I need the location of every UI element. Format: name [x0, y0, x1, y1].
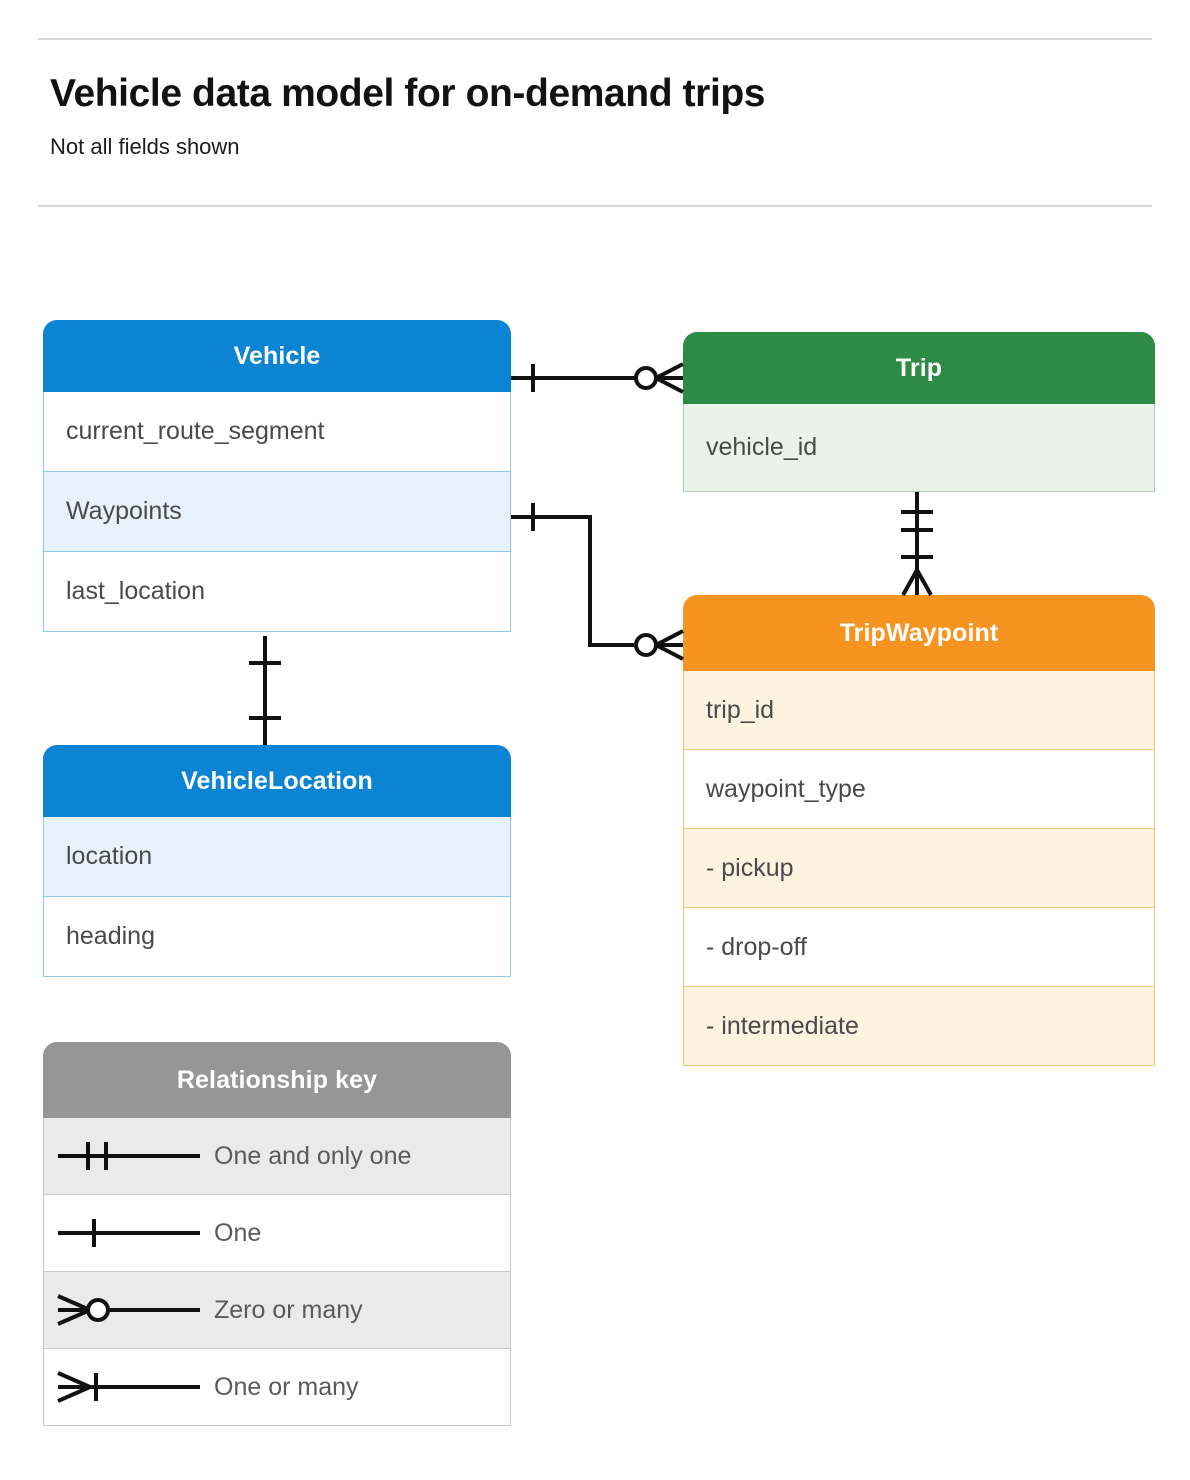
entity-vehiclelocation-title: VehicleLocation — [43, 745, 511, 817]
one-or-many-icon — [44, 1367, 214, 1407]
entity-vehicle-title: Vehicle — [43, 320, 511, 392]
entity-vehiclelocation[interactable]: VehicleLocation location heading — [43, 745, 511, 977]
legend-row-one-and-only-one: One and only one — [43, 1118, 511, 1195]
page-title: Vehicle data model for on-demand trips — [50, 72, 766, 115]
entity-trip-title: Trip — [683, 332, 1155, 404]
entity-vehicle-field-waypoints[interactable]: Waypoints — [43, 472, 511, 552]
connector-vehicle-to-vehiclelocation — [249, 636, 281, 745]
entity-tripwaypoint-value-intermediate[interactable]: - intermediate — [683, 987, 1155, 1066]
entity-tripwaypoint-value-pickup[interactable]: - pickup — [683, 829, 1155, 908]
header-divider-top — [38, 38, 1152, 40]
entity-trip[interactable]: Trip vehicle_id — [683, 332, 1155, 492]
entity-tripwaypoint-field-waypoint-type[interactable]: waypoint_type — [683, 750, 1155, 829]
legend-row-one-or-many: One or many — [43, 1349, 511, 1426]
one-and-only-one-icon — [44, 1136, 214, 1176]
relationship-key-legend: Relationship key One and only one One — [43, 1042, 511, 1426]
relationship-key-title: Relationship key — [43, 1042, 511, 1118]
entity-vehicle-field-current-route-segment[interactable]: current_route_segment — [43, 392, 511, 472]
legend-row-zero-or-many: Zero or many — [43, 1272, 511, 1349]
entity-vehicle[interactable]: Vehicle current_route_segment Waypoints … — [43, 320, 511, 632]
legend-label-one: One — [214, 1218, 262, 1247]
one-icon — [44, 1213, 214, 1253]
connector-waypoints-to-tripwaypoint — [511, 503, 684, 661]
entity-vehicle-field-last-location[interactable]: last_location — [43, 552, 511, 632]
connector-trip-to-tripwaypoint — [901, 492, 933, 596]
legend-label-zero-or-many: Zero or many — [214, 1295, 363, 1324]
entity-trip-field-vehicle-id[interactable]: vehicle_id — [683, 404, 1155, 492]
entity-vehiclelocation-field-heading[interactable]: heading — [43, 897, 511, 977]
entity-tripwaypoint-field-trip-id[interactable]: trip_id — [683, 671, 1155, 750]
entity-tripwaypoint-title: TripWaypoint — [683, 595, 1155, 671]
page-subtitle: Not all fields shown — [50, 134, 240, 159]
legend-row-one: One — [43, 1195, 511, 1272]
legend-label-one-or-many: One or many — [214, 1372, 359, 1401]
entity-tripwaypoint-value-drop-off[interactable]: - drop-off — [683, 908, 1155, 987]
legend-label-one-and-only-one: One and only one — [214, 1141, 412, 1170]
connector-vehicle-to-trip — [511, 362, 684, 394]
zero-or-many-icon — [44, 1290, 214, 1330]
entity-vehiclelocation-field-location[interactable]: location — [43, 817, 511, 897]
header-divider-bottom — [38, 205, 1152, 207]
entity-tripwaypoint[interactable]: TripWaypoint trip_id waypoint_type - pic… — [683, 595, 1155, 1066]
